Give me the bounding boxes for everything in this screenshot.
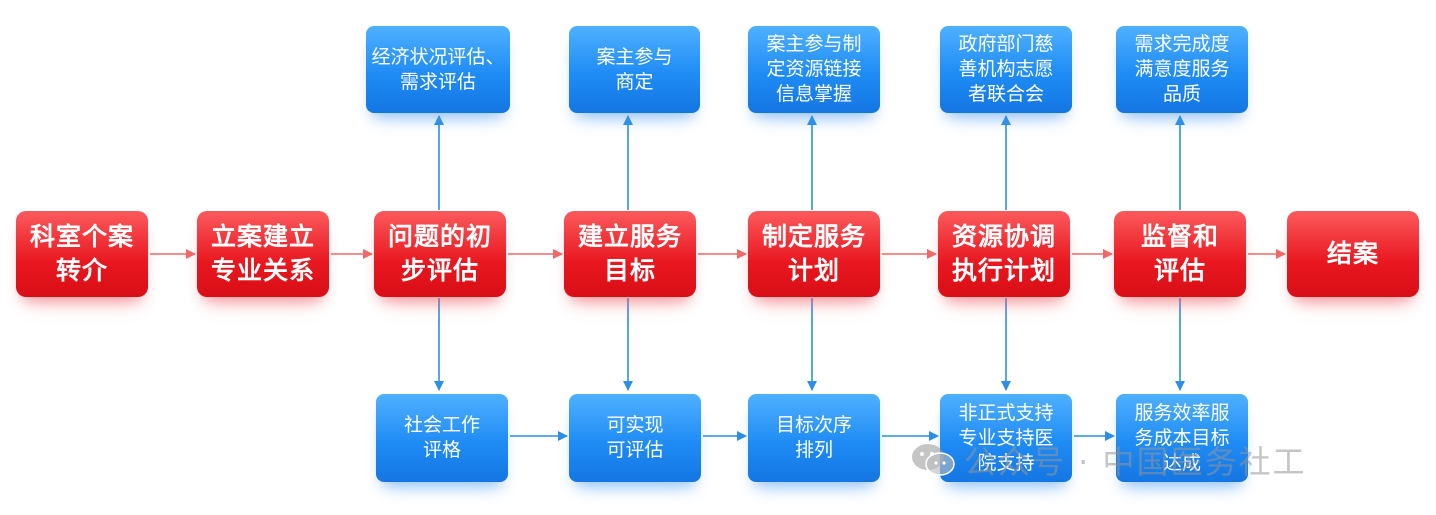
step-coordinate-resources: 资源协调 执行计划	[938, 211, 1070, 297]
step-monitor-evaluate: 监督和 评估	[1114, 211, 1246, 297]
upper-note-client-agree: 案主参与 商定	[569, 26, 700, 113]
note-label: 政府部门慈 善机构志愿 者联合会	[958, 33, 1054, 105]
upper-note-resource-link: 案主参与制 定资源链接 信息掌握	[748, 26, 880, 113]
lower-note-goal-order: 目标次序 排列	[748, 394, 880, 482]
step-close-case: 结案	[1287, 211, 1419, 297]
note-label: 服务效率服 务成本目标 达成	[1134, 401, 1230, 474]
watermark: 公众号 · 中国医务社工	[910, 436, 1307, 484]
note-label: 可实现 可评估	[606, 414, 664, 461]
wechat-icon	[912, 444, 955, 476]
note-label: 非正式支持 专业支持医 院支持	[958, 401, 1054, 474]
lower-note-achievable: 可实现 可评估	[569, 394, 701, 482]
step-label: 科室个案 转介	[29, 222, 134, 285]
upper-note-agencies: 政府部门慈 善机构志愿 者联合会	[940, 26, 1072, 113]
step-case-referral: 科室个案 转介	[16, 211, 148, 297]
note-label: 案主参与制 定资源链接 信息掌握	[766, 33, 862, 105]
lower-note-support: 非正式支持 专业支持医 院支持	[940, 394, 1072, 482]
step-label: 制定服务 计划	[761, 222, 866, 285]
watermark-text: 公众号 · 中国医务社工	[964, 443, 1307, 481]
step-label: 建立服务 目标	[577, 222, 682, 285]
note-label: 经济状况评估、 需求评估	[371, 45, 505, 93]
step-initial-assessment: 问题的初 步评估	[374, 211, 506, 297]
note-label: 案主参与 商定	[596, 45, 673, 93]
step-label: 问题的初 步评估	[387, 222, 492, 285]
note-label: 需求完成度 满意度服务 品质	[1134, 33, 1230, 105]
note-label: 目标次序 排列	[775, 414, 852, 461]
lower-note-social-work: 社会工作 评格	[376, 394, 508, 482]
step-label: 监督和 评估	[1140, 222, 1219, 285]
step-label: 结案	[1326, 239, 1379, 268]
upper-note-assessment: 经济状况评估、 需求评估	[366, 26, 510, 113]
lower-note-efficiency: 服务效率服 务成本目标 达成	[1116, 394, 1248, 482]
step-establish-relationship: 立案建立 专业关系	[197, 211, 329, 297]
upper-note-satisfaction: 需求完成度 满意度服务 品质	[1116, 26, 1248, 113]
step-label: 资源协调 执行计划	[951, 222, 1056, 285]
step-set-service-goals: 建立服务 目标	[564, 211, 696, 297]
step-plan-service: 制定服务 计划	[748, 211, 880, 297]
step-label: 立案建立 专业关系	[210, 222, 315, 285]
note-label: 社会工作 评格	[403, 414, 480, 461]
